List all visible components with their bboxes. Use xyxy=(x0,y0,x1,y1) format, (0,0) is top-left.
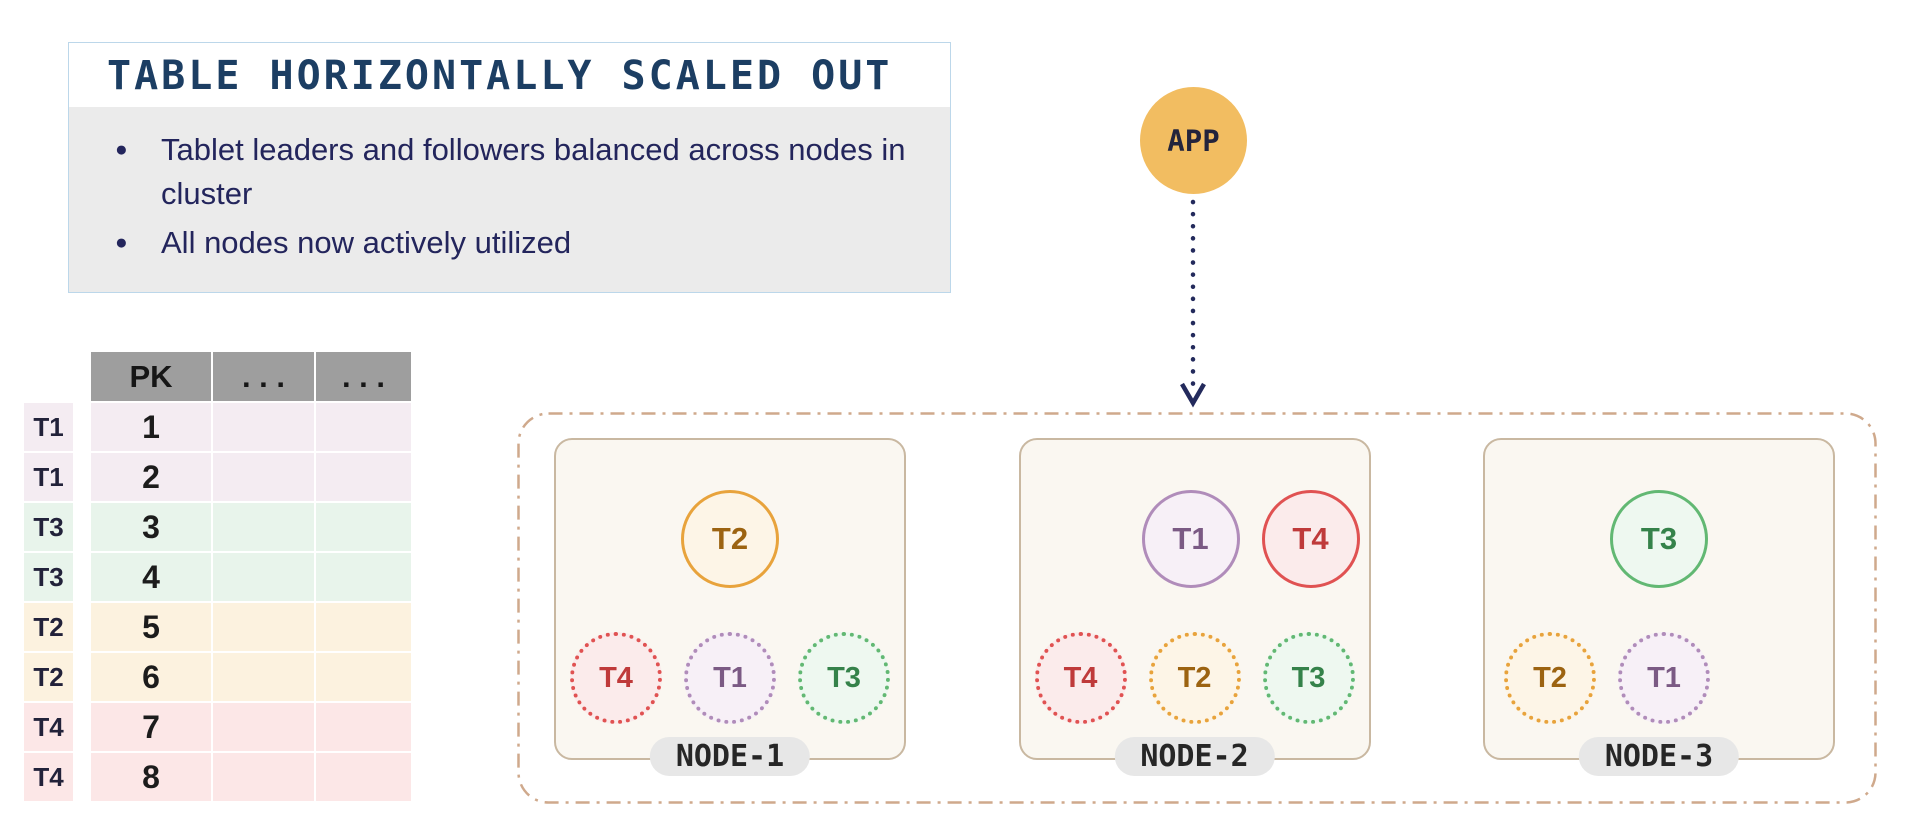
leader-row: T2 xyxy=(681,490,779,588)
row-tablet-label: T4 xyxy=(24,753,75,803)
title-bar: TABLE HORIZONTALLY SCALED OUT xyxy=(69,43,950,107)
bullet-item: Tablet leaders and followers balanced ac… xyxy=(109,128,910,216)
column-gap xyxy=(75,453,91,503)
table-header-row: PK . . . . . . xyxy=(24,352,413,403)
row-empty-cell xyxy=(316,553,413,603)
bullet-item: All nodes now actively utilized xyxy=(109,221,910,265)
row-empty-cell xyxy=(213,453,316,503)
row-tablet-label: T3 xyxy=(24,503,75,553)
follower-tablet-t3: T3 xyxy=(798,632,890,724)
row-empty-cell xyxy=(213,603,316,653)
row-empty-cell xyxy=(213,503,316,553)
row-pk-value: 8 xyxy=(91,753,213,803)
row-tablet-label: T1 xyxy=(24,453,75,503)
row-empty-cell xyxy=(316,603,413,653)
row-pk-value: 1 xyxy=(91,403,213,453)
row-empty-cell xyxy=(316,753,413,803)
row-empty-cell xyxy=(316,653,413,703)
follower-tablet-t1: T1 xyxy=(684,632,776,724)
page-title: TABLE HORIZONTALLY SCALED OUT xyxy=(107,53,893,99)
column-gap xyxy=(75,753,91,803)
column-gap xyxy=(75,403,91,453)
row-tablet-label: T3 xyxy=(24,553,75,603)
table-row: T2 6 xyxy=(24,653,413,703)
row-tablet-label: T1 xyxy=(24,403,75,453)
row-empty-cell xyxy=(213,753,316,803)
header-pk: PK xyxy=(91,352,213,403)
row-pk-value: 3 xyxy=(91,503,213,553)
table-row: T2 5 xyxy=(24,603,413,653)
row-pk-value: 4 xyxy=(91,553,213,603)
leader-tablet-t2: T2 xyxy=(681,490,779,588)
app-label: APP xyxy=(1167,123,1220,158)
row-empty-cell xyxy=(213,403,316,453)
table-row: T1 2 xyxy=(24,453,413,503)
table-row: T4 7 xyxy=(24,703,413,753)
column-gap xyxy=(75,352,91,403)
follower-tablet-t2: T2 xyxy=(1148,632,1241,724)
column-gap xyxy=(75,603,91,653)
table-row: T3 4 xyxy=(24,553,413,603)
row-empty-cell xyxy=(213,553,316,603)
row-empty-cell xyxy=(213,703,316,753)
row-empty-cell xyxy=(316,403,413,453)
follower-tablet-t4: T4 xyxy=(570,632,662,724)
row-pk-value: 6 xyxy=(91,653,213,703)
row-tablet-label: T4 xyxy=(24,703,75,753)
column-gap xyxy=(75,553,91,603)
header-spacer xyxy=(24,352,75,403)
leader-row: T3 xyxy=(1610,490,1708,588)
column-gap xyxy=(75,703,91,753)
leader-tablet-t1: T1 xyxy=(1141,490,1240,588)
node-label: NODE-3 xyxy=(1578,737,1740,776)
app-node: APP xyxy=(1140,87,1247,194)
header-col3: . . . xyxy=(316,352,413,403)
row-tablet-label: T2 xyxy=(24,653,75,703)
row-pk-value: 2 xyxy=(91,453,213,503)
column-gap xyxy=(75,653,91,703)
follower-tablet-t1: T1 xyxy=(1618,632,1710,724)
leader-tablet-t4: T4 xyxy=(1261,490,1360,588)
row-empty-cell xyxy=(213,653,316,703)
node-label: NODE-1 xyxy=(649,737,811,776)
table-row: T4 8 xyxy=(24,753,413,803)
follower-tablet-t4: T4 xyxy=(1034,632,1127,724)
header-col2: . . . xyxy=(213,352,316,403)
row-tablet-label: T2 xyxy=(24,603,75,653)
row-pk-value: 5 xyxy=(91,603,213,653)
title-card: TABLE HORIZONTALLY SCALED OUT Tablet lea… xyxy=(68,42,951,294)
bullet-list: Tablet leaders and followers balanced ac… xyxy=(69,107,950,293)
leader-tablet-t3: T3 xyxy=(1610,490,1708,588)
column-gap xyxy=(75,503,91,553)
row-empty-cell xyxy=(316,503,413,553)
row-empty-cell xyxy=(316,453,413,503)
node-label: NODE-2 xyxy=(1114,737,1275,776)
follower-tablet-t3: T3 xyxy=(1262,632,1355,724)
table-row: T1 1 xyxy=(24,403,413,453)
row-empty-cell xyxy=(316,703,413,753)
row-pk-value: 7 xyxy=(91,703,213,753)
app-to-cluster-arrow-icon xyxy=(1180,199,1206,408)
table-row: T3 3 xyxy=(24,503,413,553)
follower-tablet-t2: T2 xyxy=(1504,632,1596,724)
